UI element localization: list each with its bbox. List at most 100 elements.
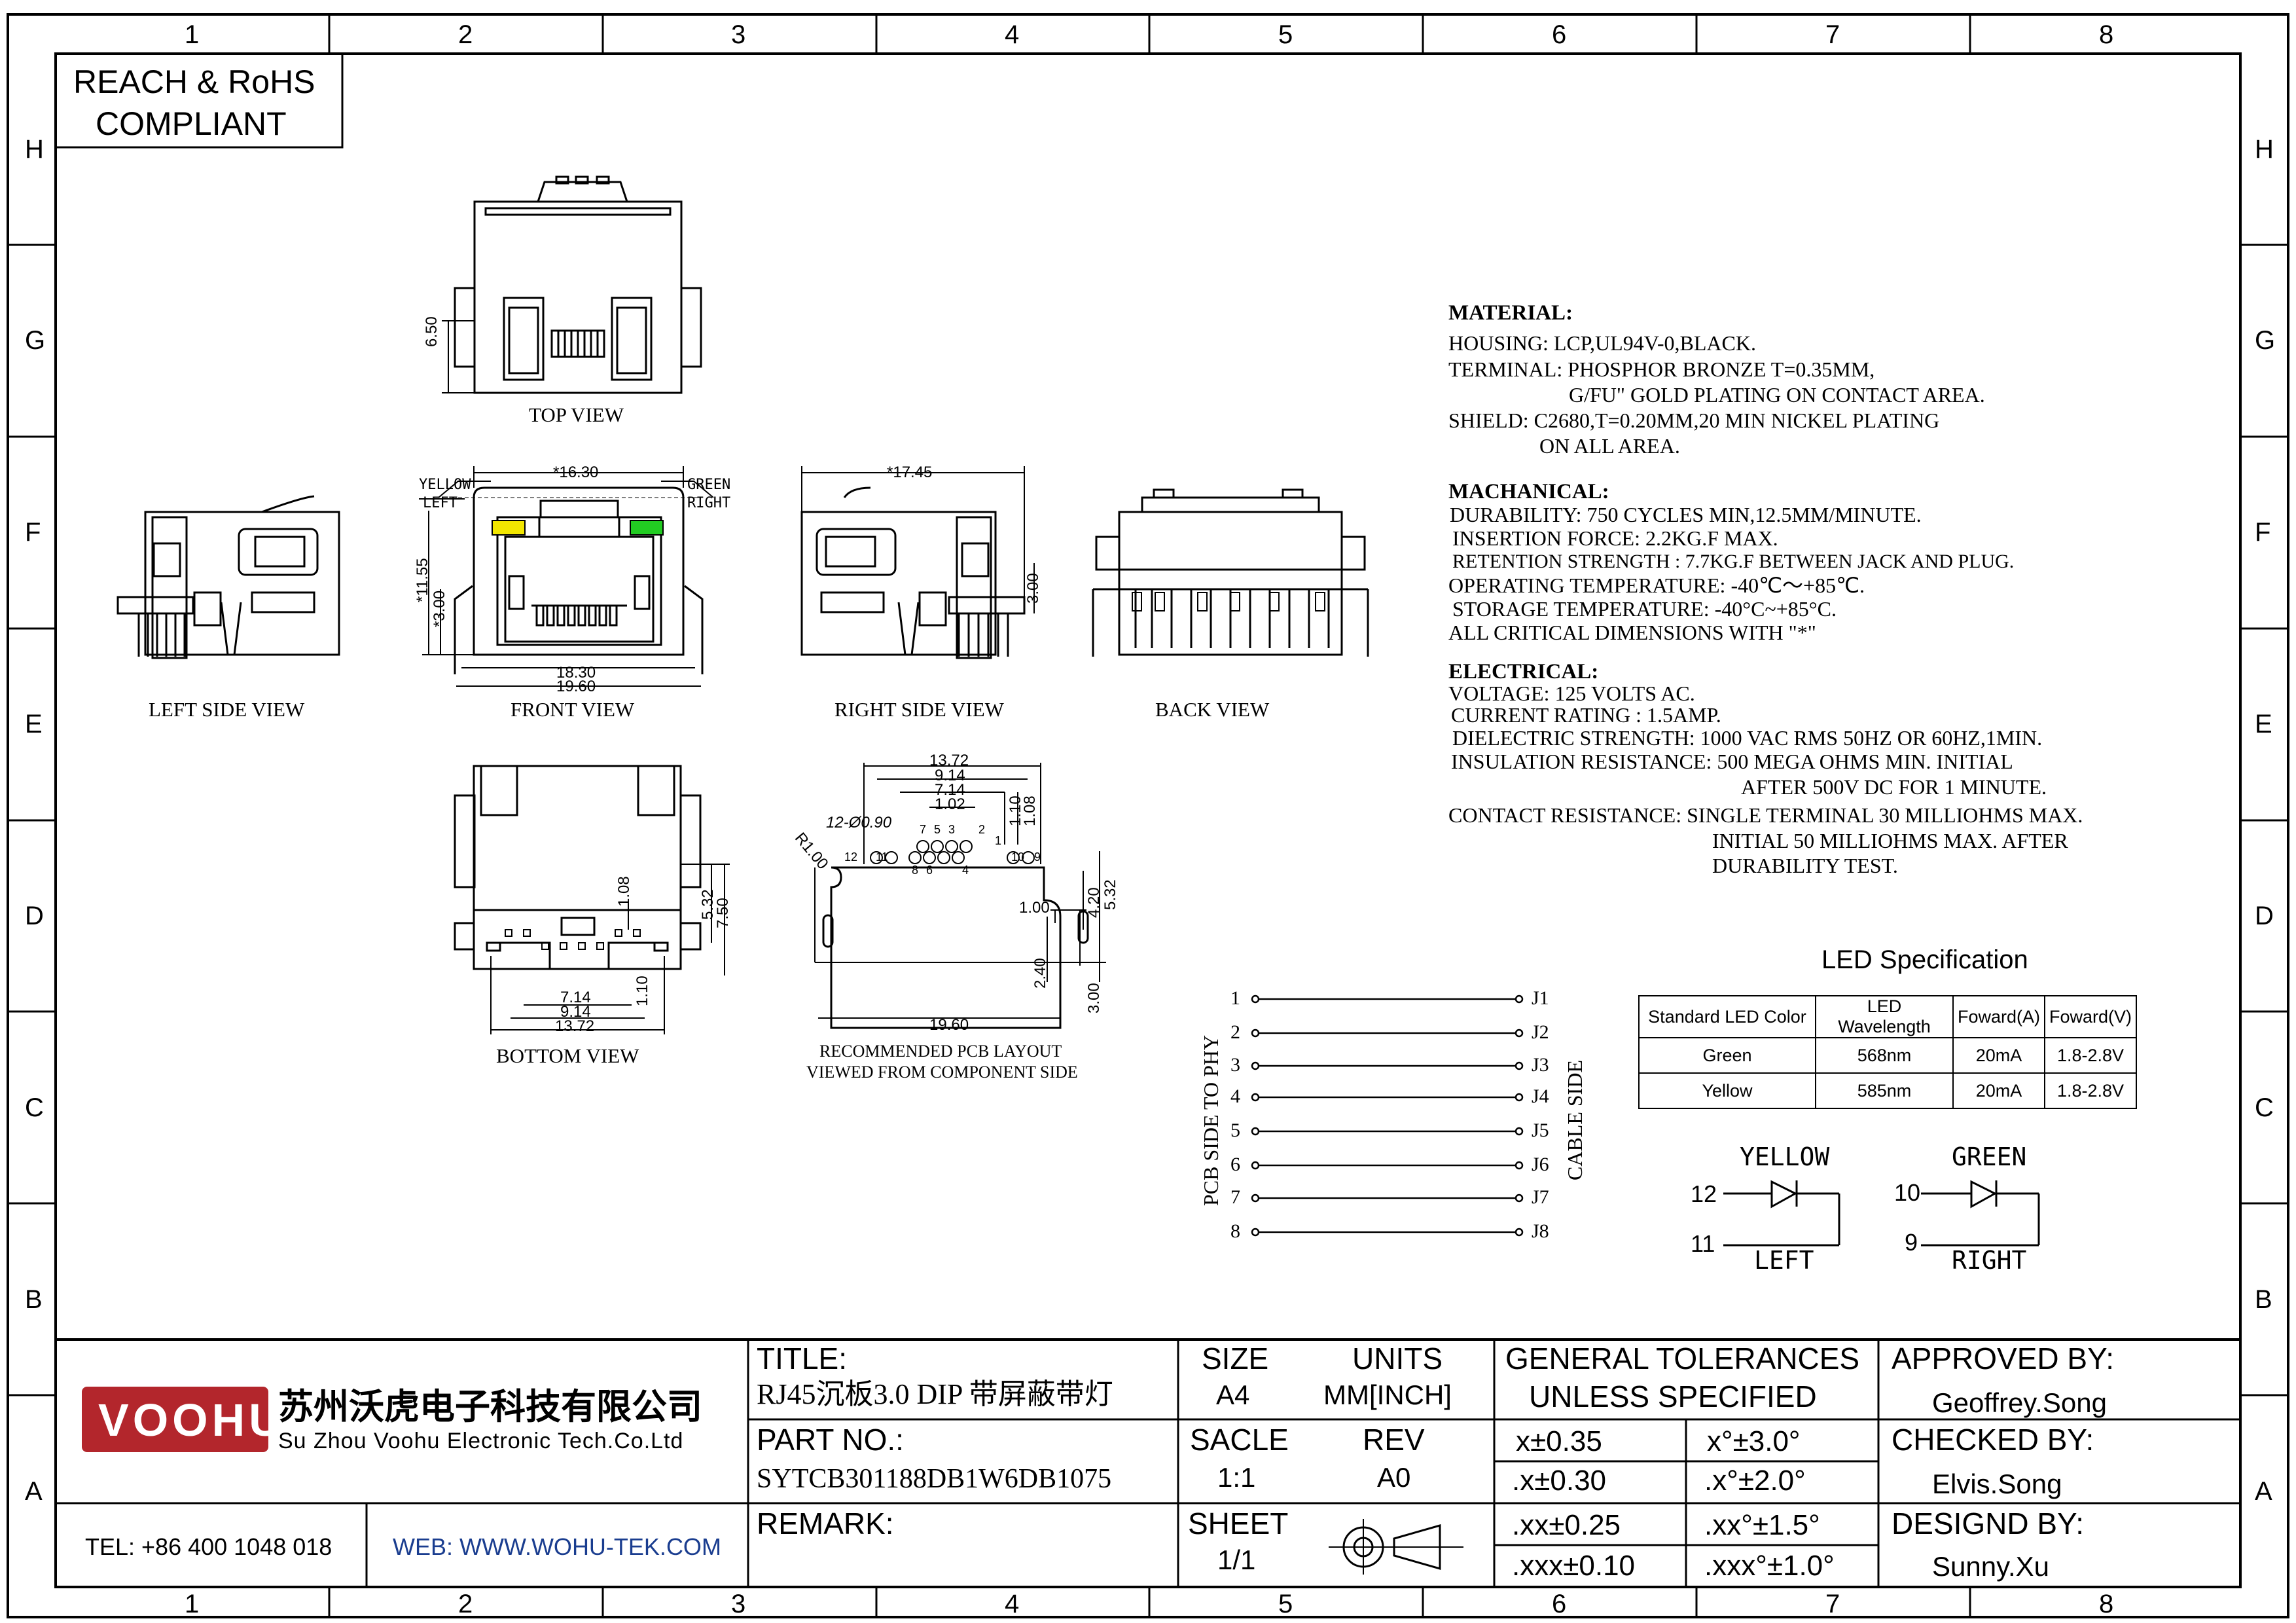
rev-value: A0: [1377, 1462, 1411, 1493]
schematic-pin-2: 2: [1230, 1021, 1240, 1043]
led-cell: 585nm: [1815, 1072, 1954, 1109]
led-header-forward-v: Foward(V): [2044, 995, 2137, 1038]
top-view-drawing: [442, 175, 702, 394]
grid-col-bottom-5: 5: [1278, 1590, 1293, 1618]
left-side-view-drawing: [117, 495, 340, 659]
electrical-line-1: VOLTAGE: 125 VOLTS AC.: [1448, 682, 1695, 705]
tolerance-angle-3: .xxx°±1.0°: [1704, 1550, 1835, 1582]
led-cell: Yellow: [1638, 1072, 1816, 1109]
part-number-label: PART NO.:: [757, 1423, 904, 1457]
top-view-caption: TOP VIEW: [529, 403, 624, 426]
grid-ticks: [8, 14, 2288, 1617]
design-label: DESIGND BY:: [1892, 1506, 2084, 1541]
dim-pcb-102: 1.02: [935, 795, 965, 813]
schematic-jack-1: J1: [1532, 987, 1549, 1009]
grid-row-left-G: G: [25, 326, 46, 355]
schematic-pin-4: 4: [1230, 1085, 1240, 1107]
dim-bottom-714: 7.14: [560, 989, 591, 1006]
grid-col-top-6: 6: [1552, 20, 1567, 49]
pcb-layout-caption-2: VIEWED FROM COMPONENT SIDE: [806, 1063, 1078, 1082]
grid-row-left-F: F: [25, 518, 41, 547]
pcb-pin-9: 9: [1034, 850, 1041, 864]
rev-label: REV: [1363, 1423, 1425, 1457]
design-value: Sunny.Xu: [1932, 1551, 2050, 1582]
approved-value: Geoffrey.Song: [1932, 1387, 2107, 1418]
approved-label: APPROVED BY:: [1892, 1341, 2115, 1376]
schematic-jack-5: J5: [1532, 1120, 1549, 1141]
front-view-caption: FRONT VIEW: [511, 698, 635, 721]
grid-col-top-2: 2: [458, 20, 473, 49]
schematic-pin-6: 6: [1230, 1154, 1240, 1175]
grid-col-top-5: 5: [1278, 20, 1293, 49]
dim-pcb-240: 2.40: [1031, 958, 1049, 989]
compliance-line-2: COMPLIANT: [96, 105, 287, 142]
dim-pcb-914: 9.14: [935, 767, 965, 784]
schematic-cable-side-label: CABLE SIDE: [1563, 1060, 1587, 1180]
front-right-label: RIGHT: [687, 495, 731, 511]
pcb-pin-8: 8: [912, 864, 919, 877]
led-green-label: GREEN: [1952, 1142, 2027, 1171]
pcb-pin-10: 10: [1011, 850, 1025, 864]
units-value: MM[INCH]: [1323, 1379, 1452, 1410]
schematic-pin-7: 7: [1230, 1186, 1240, 1208]
mechanical-line-4: OPERATING TEMPERATURE: -40℃～+85℃.: [1448, 574, 1865, 597]
led-left-label: LEFT: [1754, 1246, 1814, 1275]
mechanical-line-6: ALL CRITICAL DIMENSIONS WITH "*": [1448, 621, 1816, 644]
schematic-lines: [1251, 994, 1524, 1237]
dim-front-1630: *16.30: [553, 464, 599, 481]
pcb-pin-11: 11: [876, 850, 888, 864]
electrical-line-6: CONTACT RESISTANCE: SINGLE TERMINAL 30 M…: [1448, 803, 2083, 827]
grid-col-bottom-7: 7: [1825, 1590, 1840, 1618]
right-side-view-drawing: [800, 466, 1035, 659]
led-cell: 1.8-2.8V: [2044, 1072, 2137, 1109]
compliance-line-1: REACH & RoHS: [73, 64, 315, 100]
tolerance-angle-0: x°±3.0°: [1707, 1425, 1801, 1457]
grid-row-right-C: C: [2255, 1093, 2274, 1122]
pcb-pin-4: 4: [962, 864, 969, 877]
grid-col-top-8: 8: [2099, 20, 2114, 49]
checked-value: Elvis.Song: [1932, 1468, 2062, 1499]
led-yellow-label: YELLOW: [1740, 1142, 1830, 1171]
led-spec-table: Standard LED Color LED Wavelength Foward…: [1638, 995, 2137, 1109]
title-label: TITLE:: [757, 1341, 848, 1376]
pcb-pin-7: 7: [920, 823, 927, 836]
led-cell: 20mA: [1952, 1072, 2045, 1109]
pcb-pin-6: 6: [926, 864, 933, 877]
tolerance-heading-2: UNLESS SPECIFIED: [1529, 1379, 1817, 1413]
grid-col-bottom-8: 8: [2099, 1590, 2114, 1618]
company-name-en: Su Zhou Voohu Electronic Tech.Co.Ltd: [278, 1429, 684, 1453]
pcb-pin-2: 2: [978, 823, 986, 836]
schematic-pin-3: 3: [1230, 1054, 1240, 1076]
grid-row-right-H: H: [2255, 135, 2274, 164]
led-cell: 20mA: [1952, 1037, 2045, 1074]
mechanical-line-1: DURABILITY: 750 CYCLES MIN,12.5MM/MINUTE…: [1450, 503, 1922, 526]
material-line-4: SHIELD: C2680,T=0.20MM,20 MIN NICKEL PLA…: [1448, 409, 1940, 432]
table-row: Green 568nm 20mA 1.8-2.8V: [1638, 1037, 2137, 1074]
schematic-jack-2: J2: [1532, 1021, 1549, 1043]
company-name-cn: 苏州沃虎电子科技有限公司: [278, 1387, 702, 1427]
dim-front-1155: *11.55: [414, 558, 431, 602]
grid-row-left-B: B: [25, 1285, 43, 1314]
dim-front-300: *3.00: [431, 590, 448, 627]
scale-label: SACLE: [1190, 1423, 1289, 1457]
company-logo: VOOHU: [98, 1395, 286, 1446]
led-header-wavelength: LED Wavelength: [1815, 995, 1954, 1038]
electrical-line-7: INITIAL 50 MILLIOHMS MAX. AFTER: [1712, 829, 2068, 852]
compliance-box: [54, 52, 344, 149]
dim-front-1830: 18.30: [556, 664, 596, 682]
material-heading: MATERIAL:: [1448, 301, 1573, 325]
grid-col-bottom-4: 4: [1005, 1590, 1020, 1618]
company-logo-badge: [82, 1387, 268, 1452]
dim-bottom-1372: 13.72: [555, 1017, 595, 1035]
grid-col-bottom-3: 3: [731, 1590, 746, 1618]
led-cell: 568nm: [1815, 1037, 1954, 1074]
electrical-line-3: DIELECTRIC STRENGTH: 1000 VAC RMS 50HZ O…: [1452, 726, 2043, 750]
grid-row-left-H: H: [25, 135, 44, 164]
dim-bottom-750: 7.50: [714, 898, 732, 928]
tolerance-heading-1: GENERAL TOLERANCES: [1505, 1341, 1860, 1376]
tolerance-angle-1: .x°±2.0°: [1704, 1465, 1806, 1497]
material-line-5: ON ALL AREA.: [1539, 434, 1680, 458]
right-side-view-caption: RIGHT SIDE VIEW: [834, 698, 1004, 721]
mechanical-line-2: INSERTION FORCE: 2.2KG.F MAX.: [1452, 526, 1778, 550]
